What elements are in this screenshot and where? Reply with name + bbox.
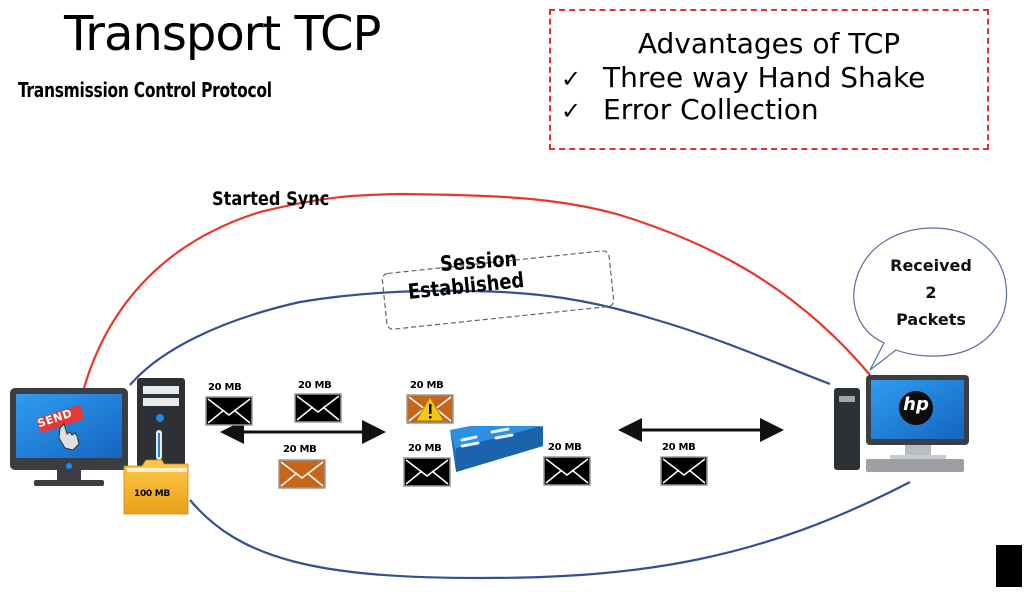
packet-envelope-icon [278,459,326,489]
received-message: Received 2 Packets [871,252,991,333]
packet-envelope-icon [294,393,342,423]
session-line [129,289,831,386]
return-line [189,481,911,580]
sync-line [82,192,871,389]
hp-logo-icon [899,391,933,425]
folder-icon [123,459,189,515]
packet-size-label: 20 MB [298,380,332,391]
advantage-label: Three way Hand Shake [603,61,926,94]
advantage-item: ✓ Three way Hand Shake [561,61,925,94]
packet-envelope-icon [660,456,708,486]
network-switch-icon [450,426,543,472]
speech-bubble [853,227,1008,371]
bubble-line: Packets [896,310,966,329]
checkmark-icon: ✓ [561,97,582,125]
folder-size-label: 100 MB [134,489,170,499]
page-subtitle: Transmission Control Protocol [18,78,272,102]
packet-size-label: 20 MB [208,382,242,393]
packet-size-label: 20 MB [662,442,696,453]
packet-size-label: 20 MB [283,444,317,455]
bubble-line: Received [890,256,972,275]
packet-envelope-icon [403,457,451,487]
advantage-item: ✓ Error Collection [561,93,819,126]
receiver-computer-icon [834,375,969,472]
packet-size-label: 20 MB [410,380,444,391]
sender-computer-icon [10,378,185,486]
advantages-title: Advantages of TCP [637,27,901,60]
corner-block [996,545,1022,587]
packet-envelope-icon [205,396,253,426]
advantages-box: Advantages of TCP ✓Three way Hand Shake … [549,9,989,150]
packet-envelope-icon [543,456,591,486]
page-title: Transport TCP [64,6,381,62]
sync-label: Started Sync [212,188,330,210]
bubble-line: 2 [925,283,937,302]
session-box [381,250,615,330]
advantage-label: Error Collection [603,93,819,126]
packet-error-envelope-icon [406,394,454,424]
hp-logo-text: hp [903,394,929,415]
checkmark-icon: ✓ [561,65,582,93]
packet-size-label: 20 MB [408,443,442,454]
packet-size-label: 20 MB [548,442,582,453]
